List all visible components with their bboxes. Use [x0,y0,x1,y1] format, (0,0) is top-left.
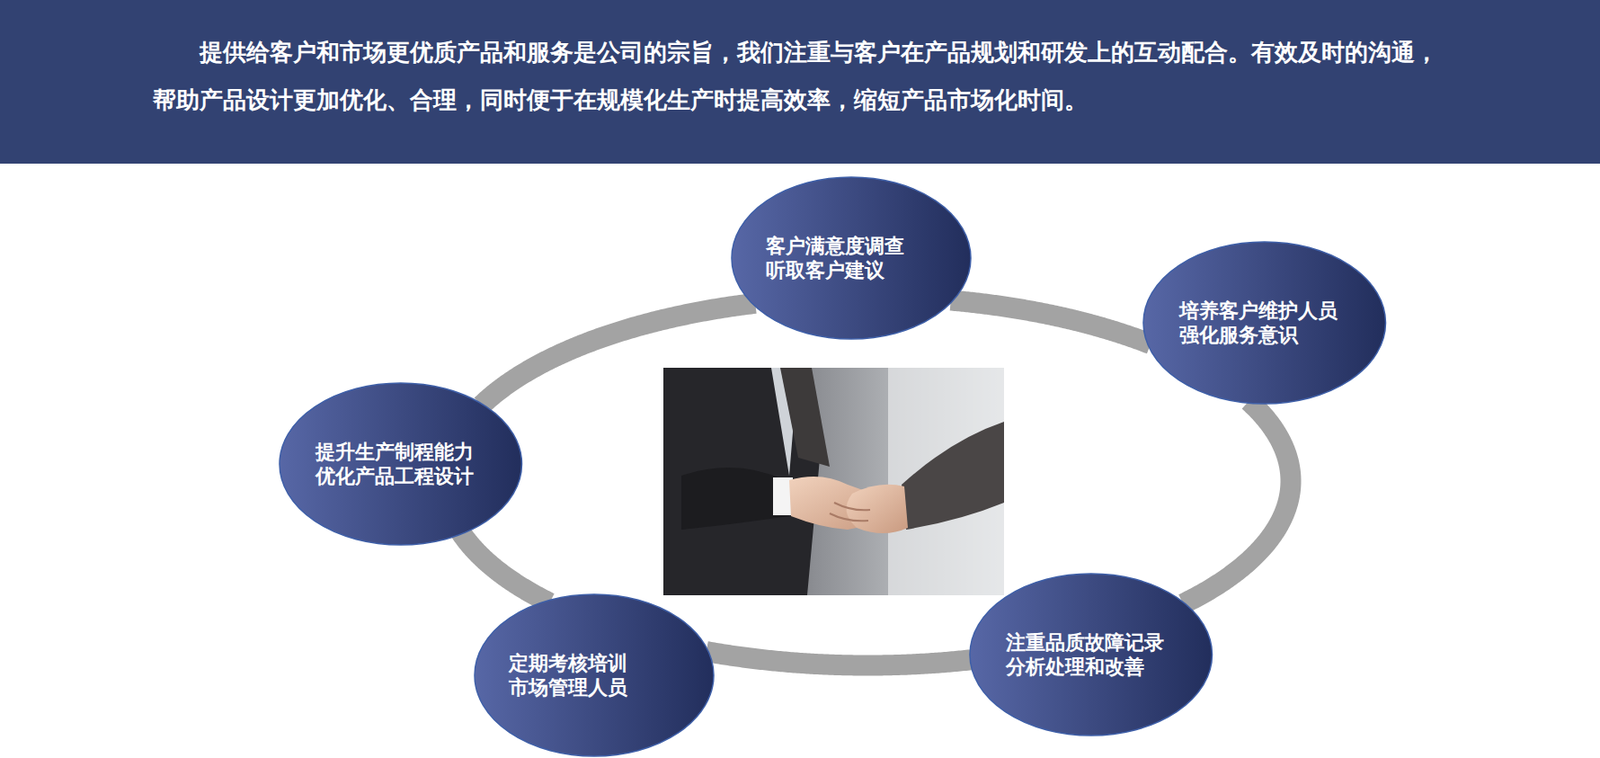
header-band: 提供给客户和市场更优质产品和服务是公司的宗旨，我们注重与客户在产品规划和研发上的… [0,0,1600,164]
ellipse-node: 注重品质故障记录 分析处理和改善 [968,572,1214,737]
node-label: 提升生产制程能力 优化产品工程设计 [315,439,486,489]
ellipse-node: 定期考核培训 市场管理人员 [473,593,715,757]
ring-segment [460,532,550,604]
node-label: 客户满意度调查 听取客户建议 [765,233,936,283]
ring-segment [951,300,1151,345]
node-label: 定期考核培训 市场管理人员 [508,650,679,700]
ellipse-node: 客户满意度调查 听取客户建议 [730,176,972,340]
ring-segment [706,651,973,666]
intro-paragraph: 提供给客户和市场更优质产品和服务是公司的宗旨，我们注重与客户在产品规划和研发上的… [152,28,1448,125]
handshake-photo [663,367,1005,596]
node-label: 注重品质故障记录 分析处理和改善 [1005,630,1176,679]
ellipse-node: 培养客户维护人员 强化服务意识 [1142,240,1387,405]
ellipse-node: 提升生产制程能力 优化产品工程设计 [278,382,524,546]
node-label: 培养客户维护人员 强化服务意识 [1179,298,1350,347]
ring-segment [1182,400,1291,604]
